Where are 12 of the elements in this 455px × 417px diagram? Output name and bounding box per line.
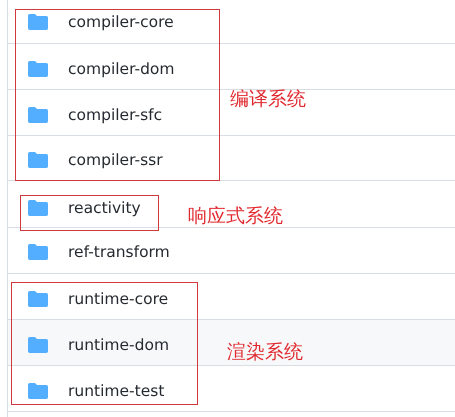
group-label: 编译系统: [230, 88, 306, 110]
group-label: 响应式系统: [188, 205, 283, 227]
folder-name: runtime-core: [68, 289, 168, 309]
folder-name: runtime-dom: [68, 335, 170, 355]
folder-name: runtime-test: [68, 381, 164, 401]
group-label: 渲染系统: [227, 341, 303, 363]
folder-name: compiler-ssr: [68, 150, 163, 170]
folder-name: compiler-sfc: [68, 105, 162, 125]
folder-name: reactivity: [68, 198, 141, 218]
folder-name: compiler-core: [68, 12, 174, 32]
folder-name: compiler-dom: [68, 59, 174, 79]
folder-name: ref-transform: [68, 242, 170, 262]
